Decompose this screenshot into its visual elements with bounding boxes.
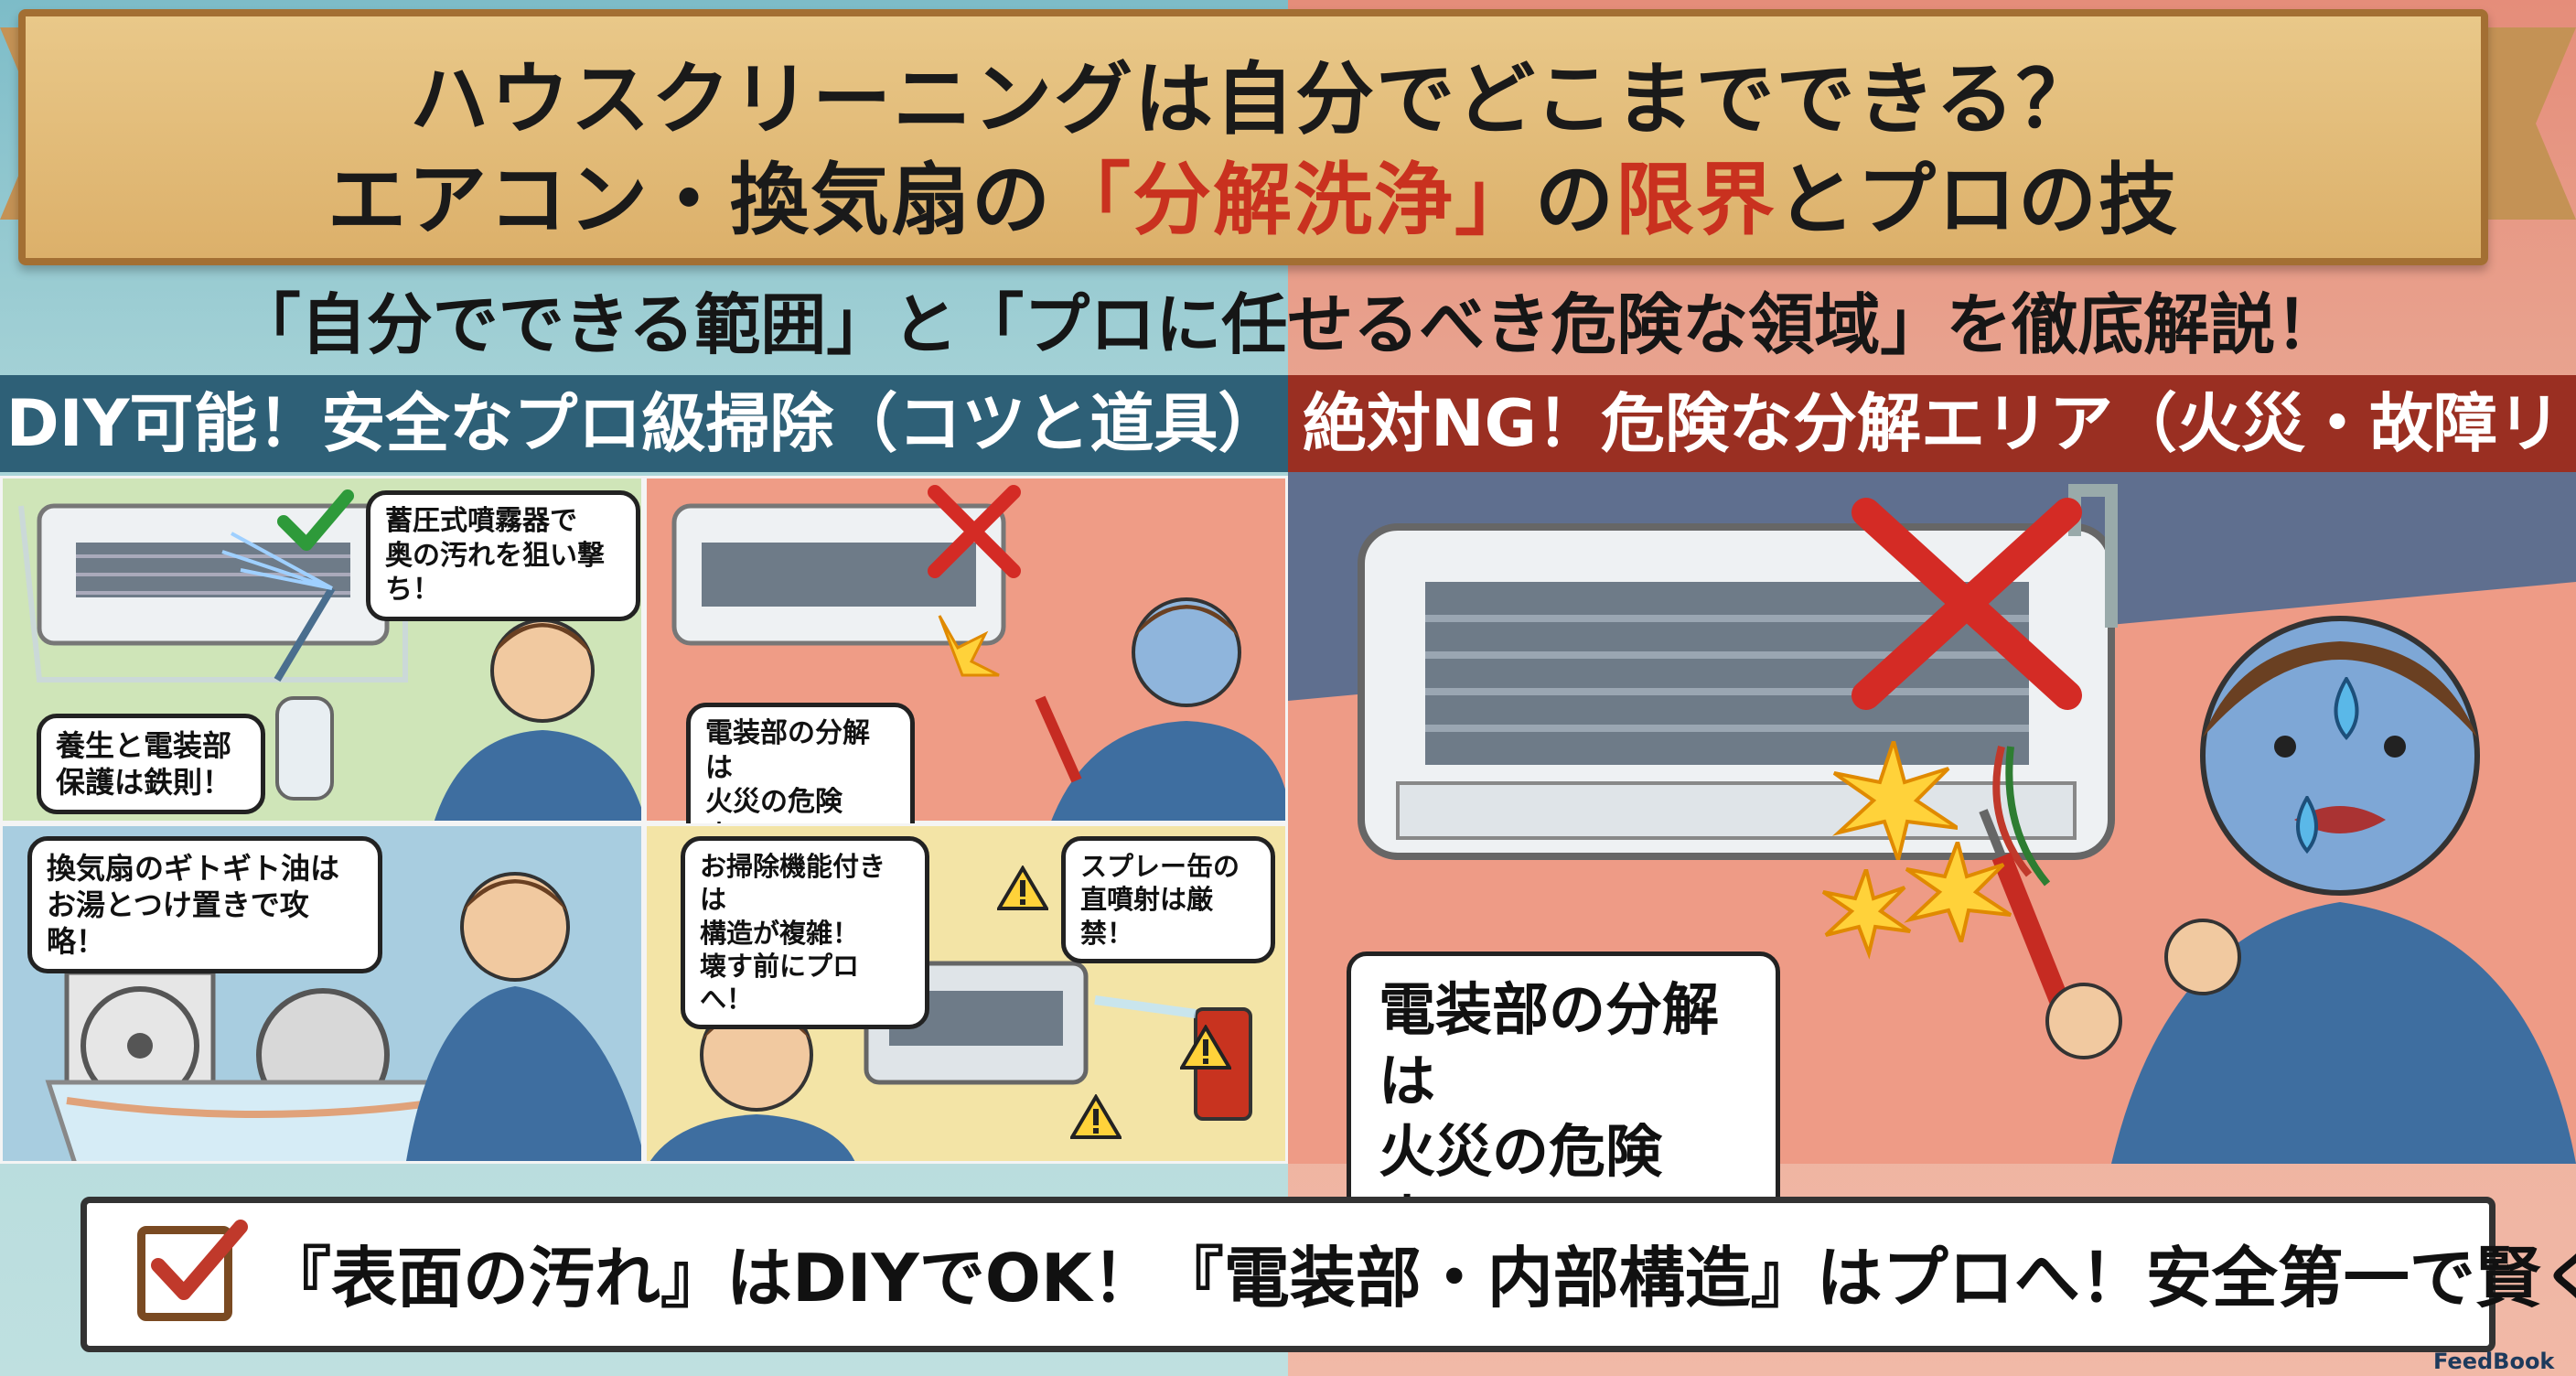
warning-icon	[1180, 1025, 1231, 1070]
bubble-protect: 養生と電装部 保護は鉄則！	[37, 714, 265, 814]
title-line-1: ハウスクリーニングは自分でどこまでできる？	[410, 54, 2097, 145]
panel-electrical-small-illustration	[671, 503, 1285, 821]
sweat-drop-icon	[2296, 796, 2318, 855]
check-icon	[151, 1220, 248, 1300]
bubble-sprayer: 蓄圧式噴霧器で 奥の汚れを狙い撃ち！	[366, 490, 640, 621]
warning-icon	[1070, 1094, 1122, 1139]
diy-section-header: DIY可能！安全なプロ級掃除（コツと道具）	[0, 375, 1288, 472]
title-banner	[18, 9, 2488, 265]
watermark: FeedBook	[2433, 1349, 2555, 1374]
summary-bar	[80, 1197, 2496, 1352]
title-line-2: エアコン・換気扇の「分解洗浄」の限界とプロの技	[18, 135, 2488, 250]
summary-text: 『表面の汚れ』はDIYでOK！『電装部・内部構造』はプロへ！安全第一で賢く掃除！	[265, 1240, 2576, 1317]
x-mark-icon	[1852, 498, 2082, 710]
spark-icon	[1831, 741, 1958, 860]
spark-icon	[1821, 869, 1912, 960]
title-part: エアコン・換気扇の	[327, 155, 1052, 246]
x-mark-icon	[928, 485, 1021, 578]
panel-fan-oil-illustration	[45, 872, 641, 1161]
panel-electrical-small	[644, 476, 1288, 823]
title-part: の	[1535, 155, 1615, 246]
spark-icon	[1904, 842, 2012, 942]
title-highlight-limit: 限界	[1615, 155, 1776, 246]
warning-icon	[997, 865, 1048, 910]
title-part: とプロの技	[1776, 155, 2179, 246]
title-highlight-disassembly: 「分解洗浄」	[1052, 155, 1535, 246]
bubble-self-clean: お掃除機能付きは 構造が複雑！ 壊す前にプロへ！	[681, 836, 929, 1030]
ng-section-header: 絶対NG！危険な分解エリア（火災・故障リスク）	[1288, 375, 2576, 558]
subtitle: 「自分でできる範囲」と「プロに任せるべき危険な領域」を徹底解説！	[234, 286, 2342, 363]
check-icon	[277, 489, 354, 551]
bubble-fan-oil: 換気扇のギトギト油は お湯とつけ置きで攻略！	[27, 836, 382, 973]
bubble-spray-can: スプレー缶の 直噴射は厳禁！	[1061, 836, 1275, 963]
sweat-drop-icon	[2334, 677, 2359, 741]
checkbox-icon	[137, 1220, 248, 1321]
